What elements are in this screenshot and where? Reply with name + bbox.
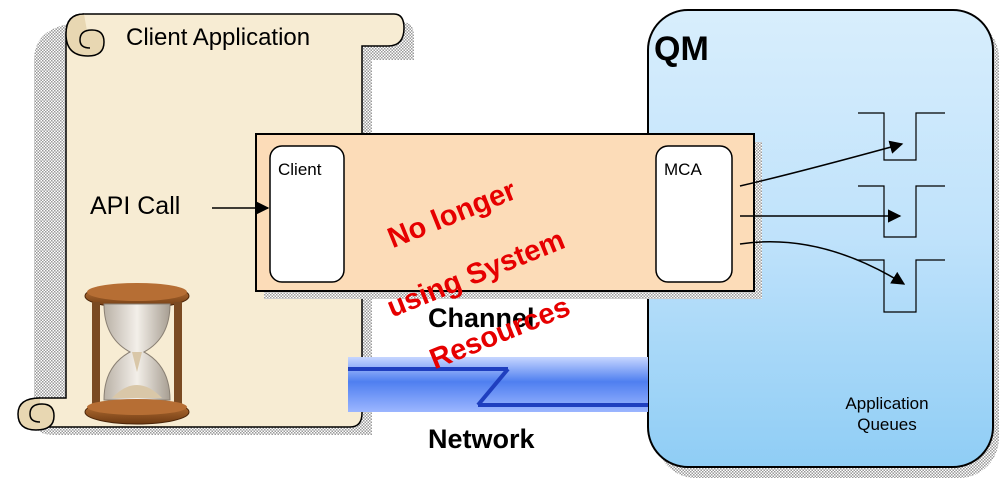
scroll-curl-icon [65,13,105,57]
client-box-label: Client [278,160,322,179]
mca-queue-arrow [739,241,906,285]
queue-icon [858,185,945,238]
channel-box [255,133,762,299]
api-call-label: API Call [90,192,181,220]
mca-queue-arrow [739,140,904,187]
queue-icon [858,112,945,161]
scroll-curl-icon [17,397,55,431]
client-application-title: Client Application [126,24,311,51]
application-queues-label: Application Queues [845,394,929,434]
queue-manager-title: QM [654,30,709,68]
client-box [269,145,345,283]
network-band [348,357,648,412]
mca-box [655,145,733,283]
network-label: Network [428,424,535,454]
queue-icon [858,259,945,313]
mca-box-label: MCA [664,160,702,179]
channel-label: Channel [428,303,535,333]
hourglass-icon [84,283,190,425]
